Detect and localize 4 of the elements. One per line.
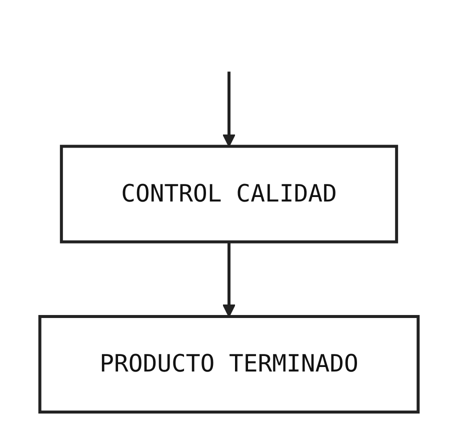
node-box: CONTROL CALIDAD [60, 144, 398, 244]
arrow [222, 72, 236, 147]
arrow [222, 242, 236, 318]
node-box: PRODUCTO TERMINADO [38, 315, 420, 414]
